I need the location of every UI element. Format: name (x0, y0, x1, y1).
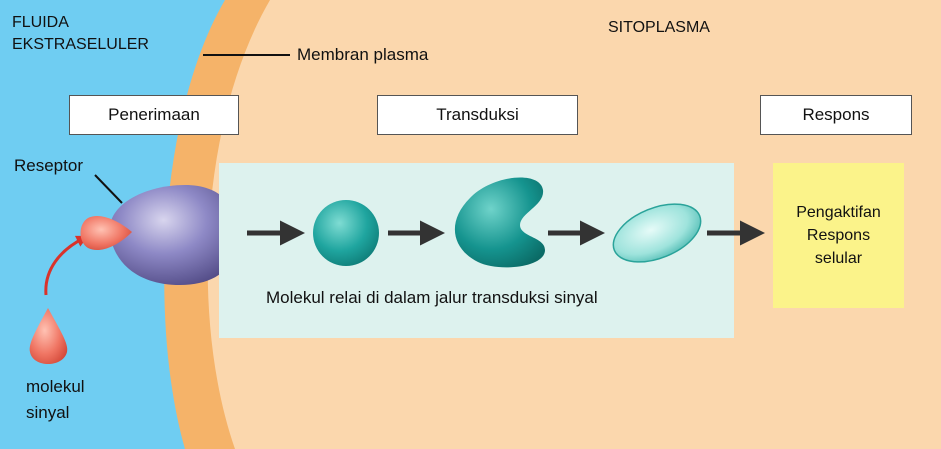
stage-reception: Penerimaan (69, 95, 239, 135)
stage-reception-label: Penerimaan (108, 105, 200, 124)
receptor-protein (109, 185, 238, 285)
signal-molecule-label: molekul sinyal (26, 377, 85, 422)
cellular-response-box: Pengaktifan Respons selular (773, 163, 904, 308)
membrane-label: Membran plasma (297, 45, 429, 64)
response-line-2: Respons (806, 227, 871, 244)
receptor-label: Reseptor (14, 156, 83, 175)
stage-response: Respons (760, 95, 912, 135)
signal-molecule-bound (80, 215, 132, 251)
relay-caption: Molekul relai di dalam jalur transduksi … (266, 288, 598, 307)
stage-response-label: Respons (802, 105, 870, 124)
response-line-1: Pengaktifan (796, 204, 881, 221)
relay-molecule-3 (612, 203, 702, 263)
relay-molecule-1 (313, 200, 379, 266)
stage-transduction-label: Transduksi (436, 105, 519, 124)
extracellular-label: FLUIDA EKSTRASELULER (12, 14, 149, 53)
stage-transduction: Transduksi (377, 95, 578, 135)
relay-molecule-2 (454, 177, 545, 268)
cytoplasm-label: SITOPLASMA (608, 19, 710, 36)
response-line-3: selular (814, 250, 863, 267)
binding-arrow (44, 235, 89, 296)
signal-molecule-free (29, 308, 68, 364)
receptor-pointer-line (94, 174, 123, 204)
